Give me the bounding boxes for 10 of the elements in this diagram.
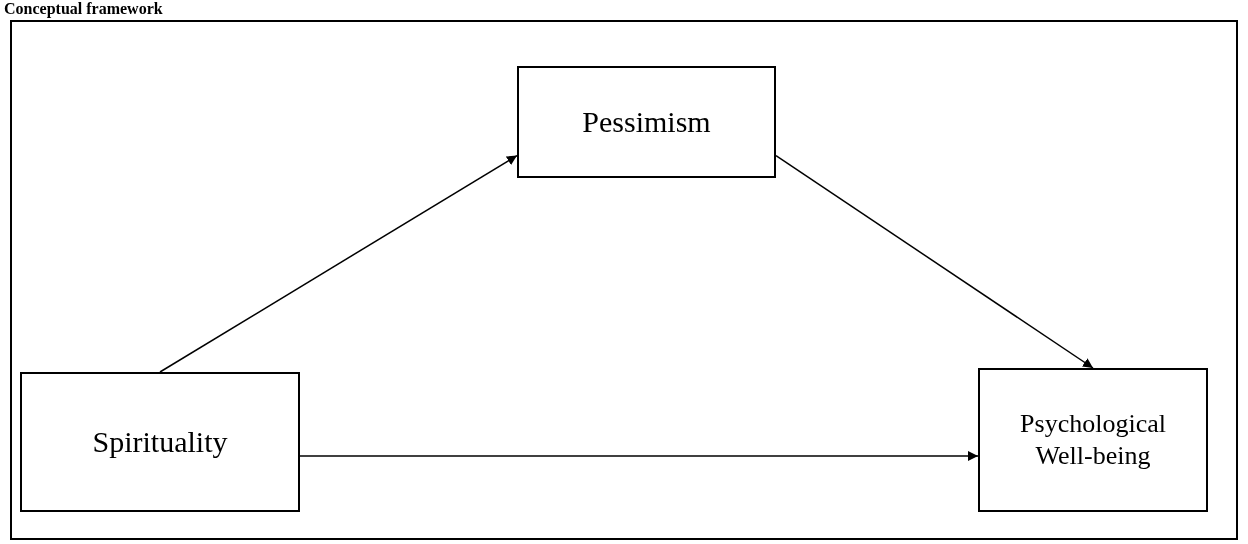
variable-label: Psychological Well-being [1019,407,1167,472]
arrow [159,154,518,373]
variable-box [20,372,300,512]
variable-box [978,368,1208,512]
variable-label: Pessimism [582,104,711,141]
title: Conceptual framework [4,0,163,18]
variable-label: Spirituality [92,424,228,461]
arrow [299,451,979,461]
variable-box [517,66,776,178]
arrow [775,154,1094,369]
